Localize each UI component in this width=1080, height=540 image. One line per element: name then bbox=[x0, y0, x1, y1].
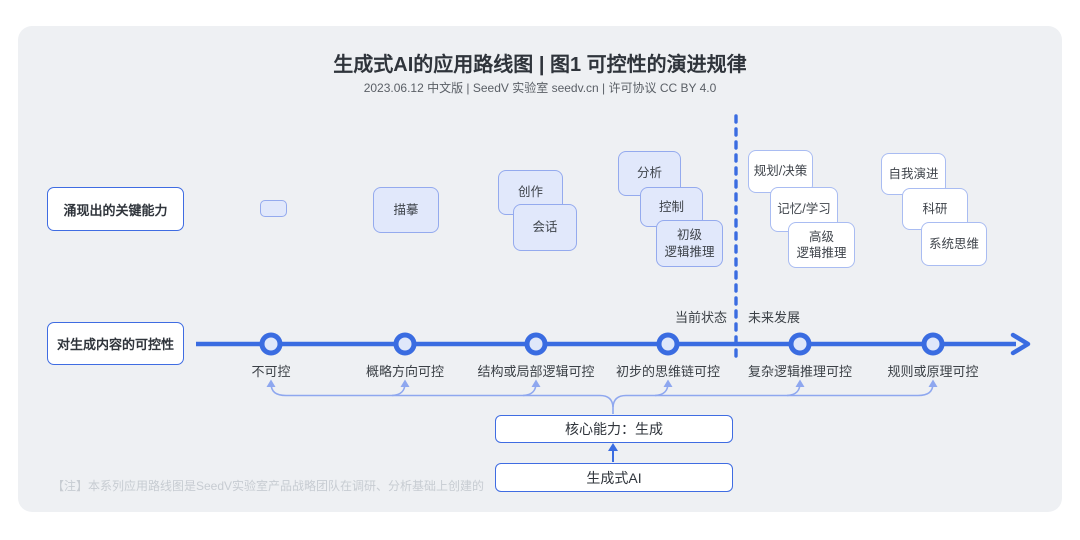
capability-box-system-thinking: 系统思维 bbox=[921, 222, 987, 266]
core-capability-box: 核心能力：生成 bbox=[495, 415, 733, 443]
row-label-controllability: 对生成内容的可控性 bbox=[47, 322, 184, 365]
advanced-logic-line1: 高级 bbox=[808, 229, 834, 244]
basic-logic-line2: 逻辑推理 bbox=[664, 244, 715, 259]
generative-ai-box: 生成式AI bbox=[495, 463, 733, 492]
capability-box-advanced-logic: 高级 逻辑推理 bbox=[788, 222, 855, 268]
capability-box-trace: 描摹 bbox=[373, 187, 439, 233]
milestone-label-1: 不可控 bbox=[251, 364, 291, 379]
capability-box-basic-logic: 初级 逻辑推理 bbox=[656, 220, 723, 267]
milestone-label-5: 复杂逻辑推理可控 bbox=[747, 364, 852, 379]
phase-label-current: 当前状态 bbox=[674, 310, 727, 325]
milestone-label-2: 概略方向可控 bbox=[365, 364, 444, 379]
milestone-label-3: 结构或局部逻辑可控 bbox=[477, 364, 595, 379]
capability-box-conversation: 会话 bbox=[513, 204, 577, 251]
page-subtitle: 2023.06.12 中文版 | SeedV 实验室 seedv.cn | 许可… bbox=[363, 81, 717, 95]
capability-box-stage1-empty bbox=[260, 200, 287, 217]
row-label-emergent-capabilities: 涌现出的关键能力 bbox=[47, 187, 184, 231]
milestone-label-6: 规则或原理可控 bbox=[887, 364, 979, 379]
page-title: 生成式AI的应用路线图 | 图1 可控性的演进规律 bbox=[333, 54, 747, 76]
advanced-logic-line2: 逻辑推理 bbox=[796, 246, 847, 260]
footer-note: 【注】本系列应用路线图是SeedV实验室产品战略团队在调研、分析基础上创建的 bbox=[52, 479, 485, 493]
phase-label-future: 未来发展 bbox=[748, 310, 801, 325]
basic-logic-line1: 初级 bbox=[676, 228, 702, 243]
milestone-label-4: 初步的思维链可控 bbox=[615, 364, 720, 379]
capability-box-planning: 规划/决策 bbox=[748, 150, 813, 193]
